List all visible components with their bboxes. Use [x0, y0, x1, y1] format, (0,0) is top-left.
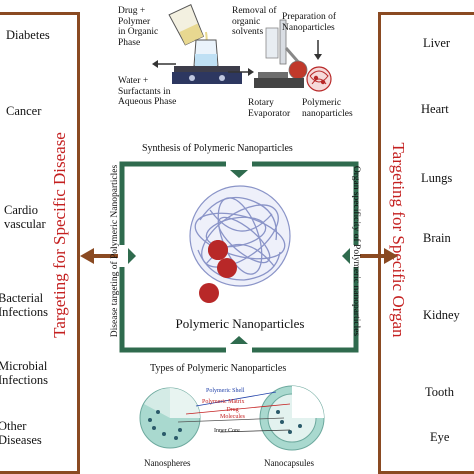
- label-polymeric-nanoparticles-small: Polymeric nanoparticles: [302, 98, 353, 119]
- label-water-surfactant: Water + Surfactants in Aqueous Phase: [118, 76, 177, 107]
- magnetic-stirrer-icon: [172, 39, 242, 84]
- polymeric-nanoparticles-label: Polymeric Nanoparticles: [175, 316, 305, 331]
- item-liver: Liver: [423, 36, 451, 50]
- nanosphere-icon: [139, 387, 201, 449]
- process-arrow-down-icon: [314, 40, 322, 60]
- label-rotary-evaporator: Rotary Evaporator: [248, 98, 291, 119]
- item-eye: Eye: [430, 430, 450, 444]
- process-arrow-left-icon: [152, 60, 176, 68]
- label-preparation: Preparation of Nanoparticles: [282, 12, 337, 33]
- item-brain: Brain: [423, 231, 451, 245]
- rotary-evaporator-icon: [254, 19, 308, 88]
- label-removal-solvents: Removal of organic solvents: [232, 6, 277, 37]
- disease-panel: [0, 12, 80, 474]
- item-cardiovascular: Cardio vascular: [4, 203, 46, 231]
- nanoparticle-cluster-icon: [306, 66, 332, 92]
- item-diabetes: Diabetes: [6, 28, 50, 42]
- item-cancer: Cancer: [6, 104, 42, 118]
- process-arrow-right-icon: [228, 68, 254, 76]
- item-tooth: Tooth: [425, 385, 454, 399]
- label-drug-polymer: Drug + Polymer in Organic Phase: [118, 6, 159, 48]
- label-drug-molecules: Drug Molecules: [220, 407, 245, 420]
- organ-panel: [378, 12, 474, 474]
- synthesis-title: Synthesis of Polymeric Nanoparticles: [142, 143, 293, 154]
- item-lungs: Lungs: [421, 171, 453, 185]
- item-microbial-infections: Microbial Infections: [0, 359, 48, 387]
- item-kidney: Kidney: [423, 308, 460, 322]
- drug-particle-lower-icon: [199, 283, 219, 303]
- item-bacterial-infections: Bacterial Infections: [0, 291, 48, 319]
- label-nanocapsules: Nanocapsules: [264, 458, 314, 468]
- item-heart: Heart: [421, 102, 449, 116]
- drug-particles-icon: [208, 240, 237, 278]
- label-polymeric-matrix: Polymeric Matrix: [202, 399, 245, 405]
- types-title: Types of Polymeric Nanoparticles: [150, 363, 287, 374]
- label-inner-core: Inner Core: [214, 428, 240, 434]
- item-other-diseases: Other Diseases: [0, 419, 42, 447]
- label-polymeric-shell: Polymeric Shell: [206, 388, 245, 394]
- label-nanospheres: Nanospheres: [144, 458, 191, 468]
